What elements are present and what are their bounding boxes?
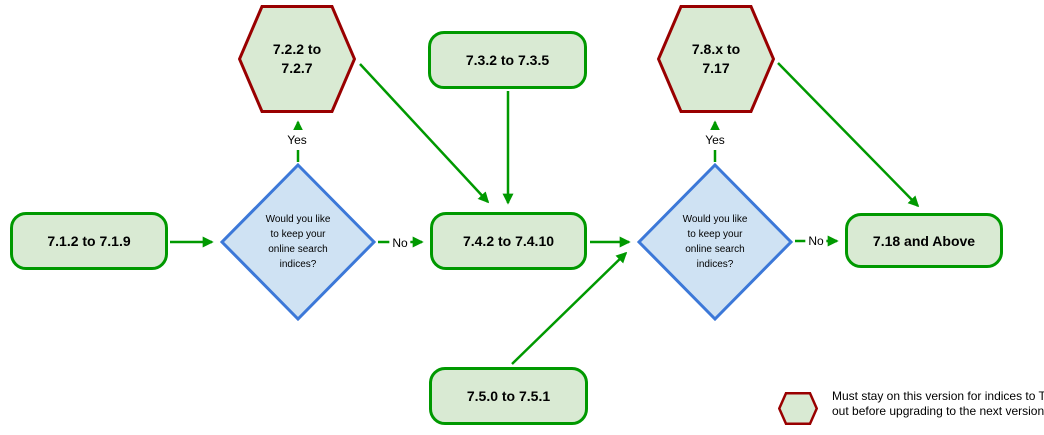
legend-hexagon-icon bbox=[778, 392, 818, 425]
node-hexagon-7-8-x-to-7-17: 7.8.x to 7.17 bbox=[657, 5, 775, 113]
node-box-7-1-2-to-7-1-9: 7.1.2 to 7.1.9 bbox=[10, 212, 168, 270]
edge-722-to-742 bbox=[359, 63, 490, 204]
legend-text: Must stay on this version for indices to… bbox=[832, 389, 1044, 419]
node-box-7-4-2-to-7-4-10: 7.4.2 to 7.4.10 bbox=[430, 212, 587, 270]
node-label: 7.18 and Above bbox=[872, 232, 976, 249]
node-box-7-18-and-above: 7.18 and Above bbox=[845, 213, 1003, 268]
node-label: 7.3.2 to 7.3.5 bbox=[465, 52, 550, 68]
edge-label-yes-left: Yes bbox=[284, 130, 310, 150]
edge-78x-to-718 bbox=[777, 62, 920, 208]
node-hexagon-7-2-2-to-7-2-7: 7.2.2 to 7.2.7 bbox=[238, 5, 356, 113]
diamond-shape bbox=[637, 163, 793, 321]
hexagon-shape bbox=[778, 392, 818, 425]
node-label: Would you like to keep your online searc… bbox=[682, 214, 748, 270]
edge-750-to-decision-right bbox=[511, 251, 628, 365]
legend-line-2: out before upgrading to the next version… bbox=[832, 404, 1044, 418]
node-label: Would you like to keep your online searc… bbox=[265, 214, 331, 270]
node-label: 7.5.0 to 7.5.1 bbox=[466, 388, 551, 404]
node-decision-right-keep-indices: Would you like to keep your online searc… bbox=[637, 163, 793, 321]
edge-label-no-right: No bbox=[805, 231, 827, 251]
node-box-7-5-0-to-7-5-1: 7.5.0 to 7.5.1 bbox=[429, 367, 588, 425]
edge-label-no-left: No bbox=[389, 233, 411, 253]
hexagon-shape bbox=[657, 5, 775, 113]
edge-label-yes-right: Yes bbox=[702, 130, 728, 150]
hexagon-shape bbox=[238, 5, 356, 113]
diamond-shape bbox=[220, 163, 376, 321]
node-label: 7.2.2 to 7.2.7 bbox=[272, 41, 322, 76]
node-box-7-3-2-to-7-3-5: 7.3.2 to 7.3.5 bbox=[428, 31, 587, 89]
node-label: 7.1.2 to 7.1.9 bbox=[47, 233, 131, 249]
legend-line-1: Must stay on this version for indices to… bbox=[832, 389, 1044, 403]
node-decision-left-keep-indices: Would you like to keep your online searc… bbox=[220, 163, 376, 321]
node-label: 7.8.x to 7.17 bbox=[691, 41, 741, 76]
node-label: 7.4.2 to 7.4.10 bbox=[462, 233, 555, 249]
